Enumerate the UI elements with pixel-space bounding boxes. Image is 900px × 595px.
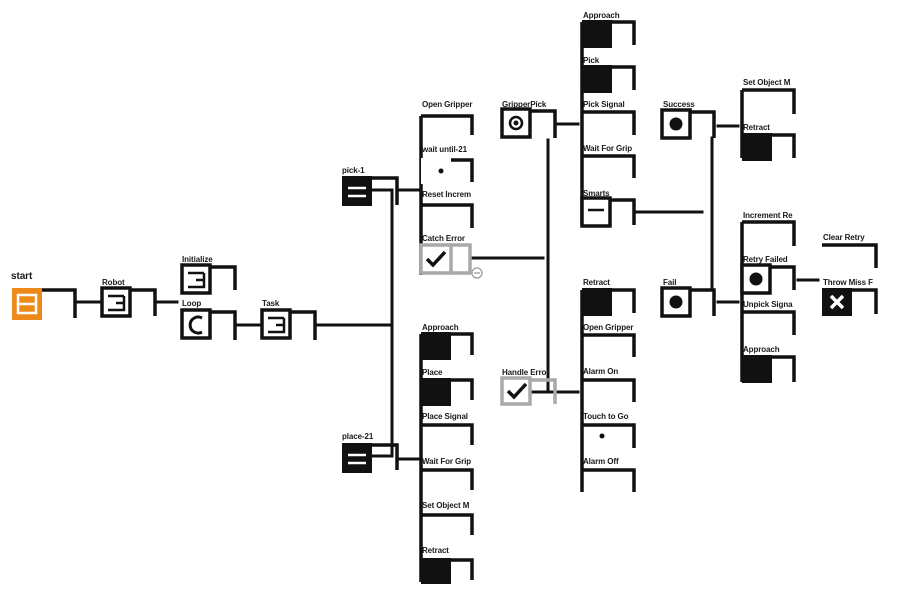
approach-place-label: Approach	[422, 323, 459, 332]
retry-failed-label: Retry Failed	[743, 255, 788, 264]
smarts-label: Smarts	[583, 189, 610, 198]
reset-increment-label: Reset Increm	[422, 190, 472, 199]
retract-2-label: Retract	[422, 546, 449, 555]
loop-label: Loop	[182, 299, 202, 308]
robot-label: Robot	[102, 278, 125, 287]
clear-retry-label: Clear Retry	[823, 233, 865, 242]
pick-label: Pick	[583, 56, 600, 65]
initialize-node[interactable]	[180, 263, 212, 295]
catch-error-node[interactable]	[419, 243, 483, 279]
place21-node[interactable]	[342, 443, 372, 473]
open-gripper-label: Open Gripper	[422, 100, 473, 109]
retract-err-node[interactable]	[582, 288, 612, 316]
throw-miss-node[interactable]	[822, 288, 852, 316]
set-object-label: Set Object M	[743, 78, 791, 87]
place-signal-label: Place Signal	[422, 412, 468, 421]
approach-fail-label: Approach	[743, 345, 780, 354]
open-gripper-err-label: Open Gripper	[583, 323, 634, 332]
retract-err-label: Retract	[583, 278, 610, 287]
success-node[interactable]	[660, 108, 692, 140]
wait-for-grip-2-label: Wait For Grip	[422, 457, 472, 466]
smarts-node[interactable]	[580, 196, 612, 228]
touch-to-go-node[interactable]	[599, 433, 605, 439]
approach-pick-label: Approach	[583, 11, 620, 20]
approach-fail-node[interactable]	[742, 355, 772, 383]
child-rails	[12, 20, 878, 582]
fail-label: Fail	[663, 278, 677, 287]
success-label: Success	[663, 100, 695, 109]
fail-node[interactable]	[660, 286, 692, 318]
start-node[interactable]	[12, 288, 42, 320]
increment-re-label: Increment Re	[743, 211, 793, 220]
handle-error-label: Handle Error	[502, 368, 550, 377]
approach-place-node[interactable]	[421, 332, 451, 360]
approach-pick-node[interactable]	[582, 20, 612, 48]
place-label: Place	[422, 368, 443, 377]
alarm-off-label: Alarm Off	[583, 457, 619, 466]
task-label: Task	[262, 299, 280, 308]
task-node[interactable]	[260, 308, 292, 340]
wait-until-label: wait until-21	[422, 145, 467, 154]
wait-for-grip-label: Wait For Grip	[583, 144, 633, 153]
retract-success-node[interactable]	[742, 133, 772, 161]
pick1-node[interactable]	[342, 176, 372, 206]
wait-until-node[interactable]	[421, 158, 451, 184]
place-node[interactable]	[421, 378, 451, 406]
pick-node[interactable]	[582, 65, 612, 93]
throw-miss-label: Throw Miss F	[823, 278, 873, 287]
gripper-pick-node[interactable]	[500, 107, 532, 139]
retract-2-node[interactable]	[421, 558, 451, 584]
retract-success-label: Retract	[743, 123, 770, 132]
pick-signal-label: Pick Signal	[583, 100, 625, 109]
set-object-2-label: Set Object M	[422, 501, 470, 510]
initialize-label: Initialize	[182, 255, 213, 264]
place21-label: place-21	[342, 432, 374, 441]
catch-error-label: Catch Error	[422, 234, 465, 243]
touch-to-go-label: Touch to Go	[583, 412, 629, 421]
gripper-pick-label: GripperPick	[502, 100, 547, 109]
alarm-on-label: Alarm On	[583, 367, 619, 376]
handle-error-node[interactable]	[500, 376, 532, 406]
robot-node[interactable]	[100, 286, 132, 318]
retry-failed-node[interactable]	[740, 263, 772, 295]
start-label: start	[11, 271, 33, 282]
unpick-signal-label: Unpick Signa	[743, 300, 793, 309]
pick1-label: pick-1	[342, 166, 365, 175]
loop-node[interactable]	[180, 308, 212, 340]
